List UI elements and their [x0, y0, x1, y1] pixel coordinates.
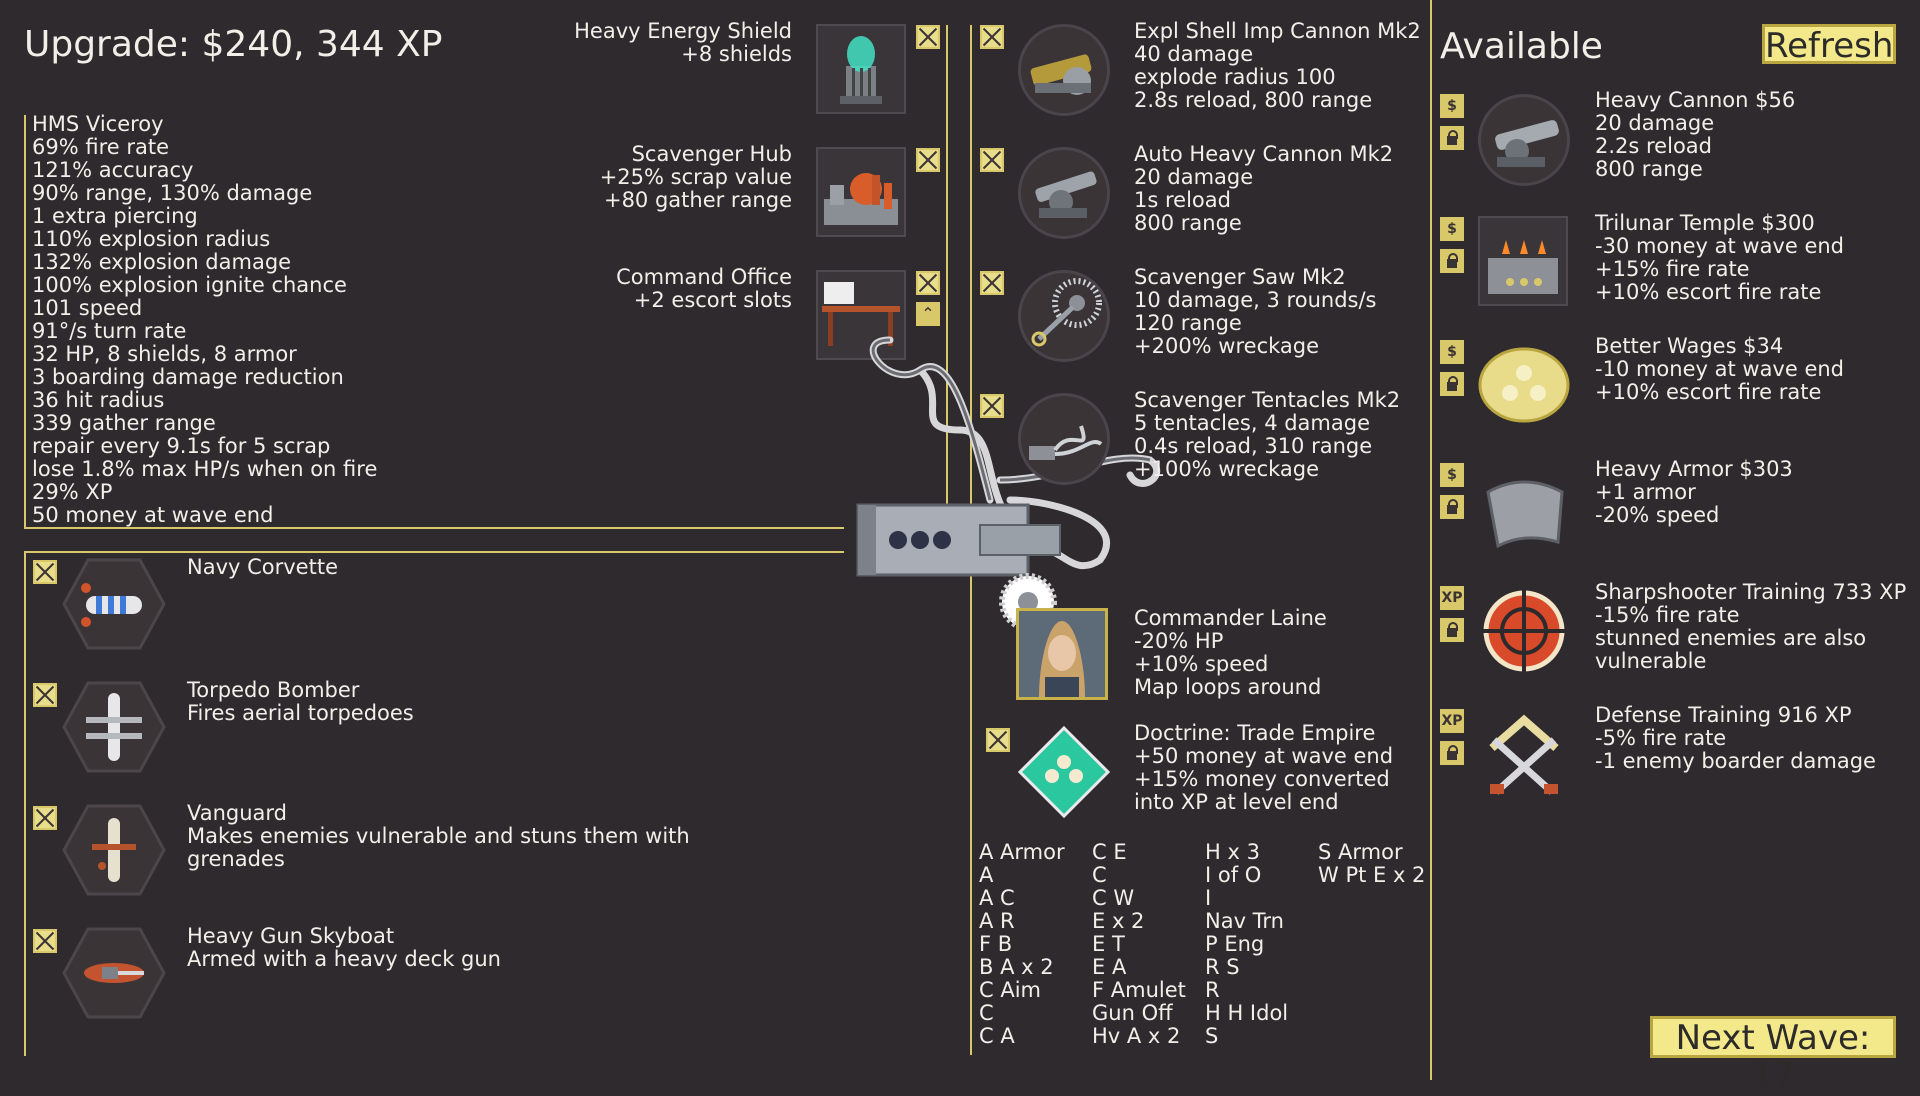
shop-item-desc: -5% fire rate -1 enemy boarder damage: [1595, 726, 1876, 773]
player-ship-icon: [856, 336, 1161, 630]
lock-icon[interactable]: [1440, 741, 1464, 765]
remove-weapon-button[interactable]: [980, 148, 1004, 172]
weapon-desc: 10 damage, 3 rounds/s 120 range +200% wr…: [1134, 288, 1377, 358]
weapon-title: Scavenger Tentacles Mk2: [1134, 388, 1401, 412]
remove-escort-button[interactable]: [33, 560, 57, 584]
weapon-desc: 40 damage explode radius 100 2.8s reload…: [1134, 42, 1373, 112]
escort-desc: Fires aerial torpedoes: [187, 701, 414, 725]
torpedo-bomber-icon: [62, 681, 166, 773]
abbrev-column: S Armor W Pt E x 2: [1318, 840, 1426, 887]
remove-upgrade-button[interactable]: [916, 271, 940, 295]
upgrade-desc: +8 shields: [681, 42, 792, 66]
abbrev-column: H x 3 I of O I Nav Trn P Eng R S R H H I…: [1205, 840, 1289, 1048]
command-office-icon: [816, 270, 906, 360]
escort-title: Heavy Gun Skyboat: [187, 924, 395, 948]
commander-title: Commander Laine: [1134, 606, 1327, 630]
cannon-icon: [1018, 24, 1110, 116]
lock-icon[interactable]: [1440, 372, 1464, 396]
shop-item-title: Defense Training 916 XP: [1595, 703, 1852, 727]
commander-desc: -20% HP +10% speed Map loops around: [1134, 629, 1322, 699]
buy-with-money-button[interactable]: $: [1440, 94, 1464, 118]
doctrine-icon: [1017, 725, 1111, 819]
armor-plate-icon: [1486, 480, 1564, 549]
upgrade-title: Command Office: [616, 265, 792, 289]
lock-icon[interactable]: [1440, 495, 1464, 519]
remove-weapon-button[interactable]: [980, 25, 1004, 49]
abbrev-column: A Armor A A C A R F B B A x 2 C Aim C C …: [979, 840, 1065, 1048]
coin-icon: [1478, 347, 1570, 423]
lock-icon[interactable]: [1440, 618, 1464, 642]
upgrade-title: Heavy Energy Shield: [574, 19, 792, 43]
scavenger-hub-icon: [816, 147, 906, 237]
shop-item-title: Heavy Armor $303: [1595, 457, 1793, 481]
heavy-cannon-icon: [1478, 94, 1570, 186]
upgrade-budget: Upgrade: $240, 344 XP: [24, 24, 443, 65]
escort-title: Vanguard: [187, 801, 288, 825]
crosshair-icon: [1482, 589, 1566, 673]
buy-with-money-button[interactable]: $: [1440, 463, 1464, 487]
remove-upgrade-button[interactable]: [916, 148, 940, 172]
ship-stats: HMS Viceroy 69% fire rate 121% accuracy …: [32, 112, 378, 527]
remove-escort-button[interactable]: [33, 929, 57, 953]
weapon-title: Scavenger Saw Mk2: [1134, 265, 1346, 289]
weapon-title: Expl Shell Imp Cannon Mk2: [1134, 19, 1421, 43]
heavy-gun-skyboat-icon: [62, 927, 166, 1019]
shop-item-title: Heavy Cannon $56: [1595, 88, 1796, 112]
shop-item-title: Trilunar Temple $300: [1595, 211, 1815, 235]
commander-portrait: [1016, 608, 1108, 700]
buy-with-money-button[interactable]: $: [1440, 340, 1464, 364]
remove-doctrine-button[interactable]: [986, 728, 1010, 752]
abbrev-column: C E C C W E x 2 E T E A F Amulet Gun Off…: [1092, 840, 1186, 1048]
escort-desc: Makes enemies vulnerable and stuns them …: [187, 824, 690, 871]
buy-with-money-button[interactable]: $: [1440, 217, 1464, 241]
upgrade-desc: +2 escort slots: [633, 288, 792, 312]
refresh-button[interactable]: Refresh: [1762, 24, 1896, 65]
remove-weapon-button[interactable]: [980, 394, 1004, 418]
vanguard-icon: [62, 804, 166, 896]
buy-with-xp-button[interactable]: XP: [1440, 709, 1464, 733]
chevron-up-icon[interactable]: ⌃: [916, 302, 940, 326]
lock-icon[interactable]: [1440, 126, 1464, 150]
saw-icon: [1018, 270, 1110, 362]
escort-desc: Armed with a heavy deck gun: [187, 947, 501, 971]
shop-item-desc: -15% fire rate stunned enemies are also …: [1595, 603, 1867, 673]
shop-item-desc: +1 armor -20% speed: [1595, 480, 1720, 527]
tentacles-icon: [1018, 393, 1110, 485]
remove-escort-button[interactable]: [33, 683, 57, 707]
shop-item-desc: -30 money at wave end +15% fire rate +10…: [1595, 234, 1845, 304]
temple-icon: [1478, 216, 1568, 306]
weapon-desc: 5 tentacles, 4 damage 0.4s reload, 310 r…: [1134, 411, 1373, 481]
doctrine-desc: +50 money at wave end +15% money convert…: [1134, 744, 1394, 814]
weapon-title: Auto Heavy Cannon Mk2: [1134, 142, 1394, 166]
upgrade-desc: +25% scrap value +80 gather range: [599, 165, 792, 212]
doctrine-title: Doctrine: Trade Empire: [1134, 721, 1376, 745]
remove-escort-button[interactable]: [33, 806, 57, 830]
remove-upgrade-button[interactable]: [916, 25, 940, 49]
upgrade-title: Scavenger Hub: [631, 142, 792, 166]
shop-item-desc: 20 damage 2.2s reload 800 range: [1595, 111, 1715, 181]
energy-shield-icon: [816, 24, 906, 114]
available-title: Available: [1440, 26, 1603, 67]
buy-with-xp-button[interactable]: XP: [1440, 586, 1464, 610]
auto-cannon-icon: [1018, 147, 1110, 239]
shop-item-title: Better Wages $34: [1595, 334, 1784, 358]
lock-icon[interactable]: [1440, 249, 1464, 273]
shop-item-title: Sharpshooter Training 733 XP: [1595, 580, 1907, 604]
escort-title: Navy Corvette: [187, 555, 338, 579]
remove-weapon-button[interactable]: [980, 271, 1004, 295]
shop-item-desc: -10 money at wave end +10% escort fire r…: [1595, 357, 1845, 404]
next-wave-button[interactable]: Next Wave: 17: [1650, 1016, 1896, 1095]
navy-corvette-icon: [62, 558, 166, 650]
escort-title: Torpedo Bomber: [187, 678, 360, 702]
crossed-swords-icon: [1489, 714, 1559, 795]
weapon-desc: 20 damage 1s reload 800 range: [1134, 165, 1254, 235]
